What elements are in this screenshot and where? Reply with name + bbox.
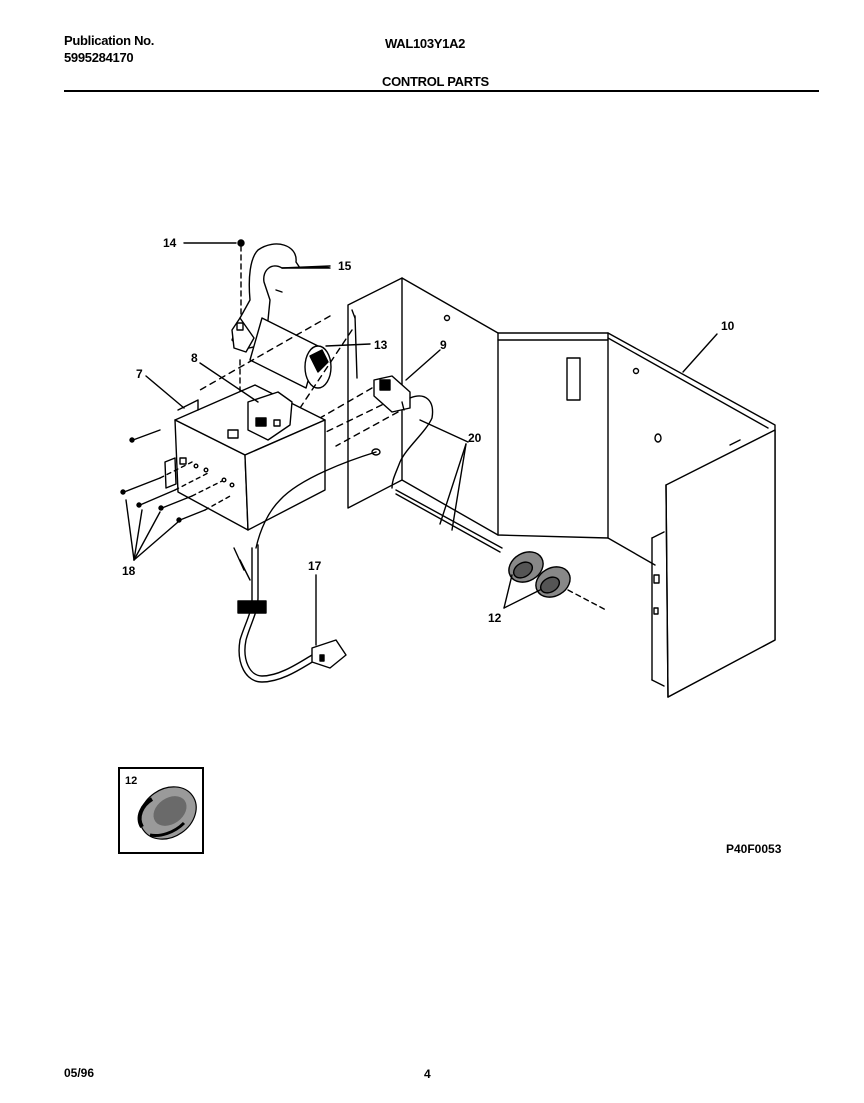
capacitor-bracket (231, 243, 331, 353)
section-title: CONTROL PARTS (382, 74, 489, 89)
callout-7: 7 (136, 367, 143, 381)
leader-7 (145, 375, 185, 409)
page-number: 4 (424, 1067, 431, 1081)
thermostat-connector (373, 375, 434, 489)
leader-18 (125, 499, 179, 561)
callout-13: 13 (374, 338, 388, 352)
ground-wire (255, 448, 381, 549)
leader-20 (439, 443, 467, 525)
header-rule (64, 90, 819, 92)
capillary-tube (395, 419, 503, 553)
leader-10 (682, 333, 718, 373)
mounting-screws (120, 429, 233, 523)
callout-12: 12 (488, 611, 502, 625)
callout-15: 15 (338, 259, 352, 273)
selector-switch (227, 391, 293, 441)
footer-date: 05/96 (64, 1066, 95, 1080)
callout-9: 9 (440, 338, 447, 352)
knob-detail-inset: 12 (118, 767, 204, 854)
leader-13 (325, 343, 371, 347)
inset-label: 12 (125, 775, 138, 787)
capacitor (239, 317, 332, 421)
power-cord (233, 544, 347, 683)
callout-20: 20 (468, 431, 482, 445)
leader-9 (405, 349, 441, 381)
model-number: WAL103Y1A2 (385, 36, 466, 51)
callout-18: 18 (122, 564, 136, 578)
screw-14 (237, 239, 245, 319)
callout-14: 14 (163, 236, 177, 250)
leader-12 (503, 574, 541, 609)
publication-label: Publication No. (64, 33, 155, 48)
cabinet-housing (347, 277, 776, 698)
leader-15 (281, 265, 331, 269)
figure-code: P40F0053 (726, 842, 782, 856)
callout-10: 10 (721, 319, 735, 333)
callout-8: 8 (191, 351, 198, 365)
knob-detail-image (137, 786, 197, 840)
control-knobs (508, 551, 607, 611)
publication-number: 5995284170 (64, 50, 134, 65)
leader-8 (199, 362, 259, 403)
callout-17: 17 (308, 559, 322, 573)
